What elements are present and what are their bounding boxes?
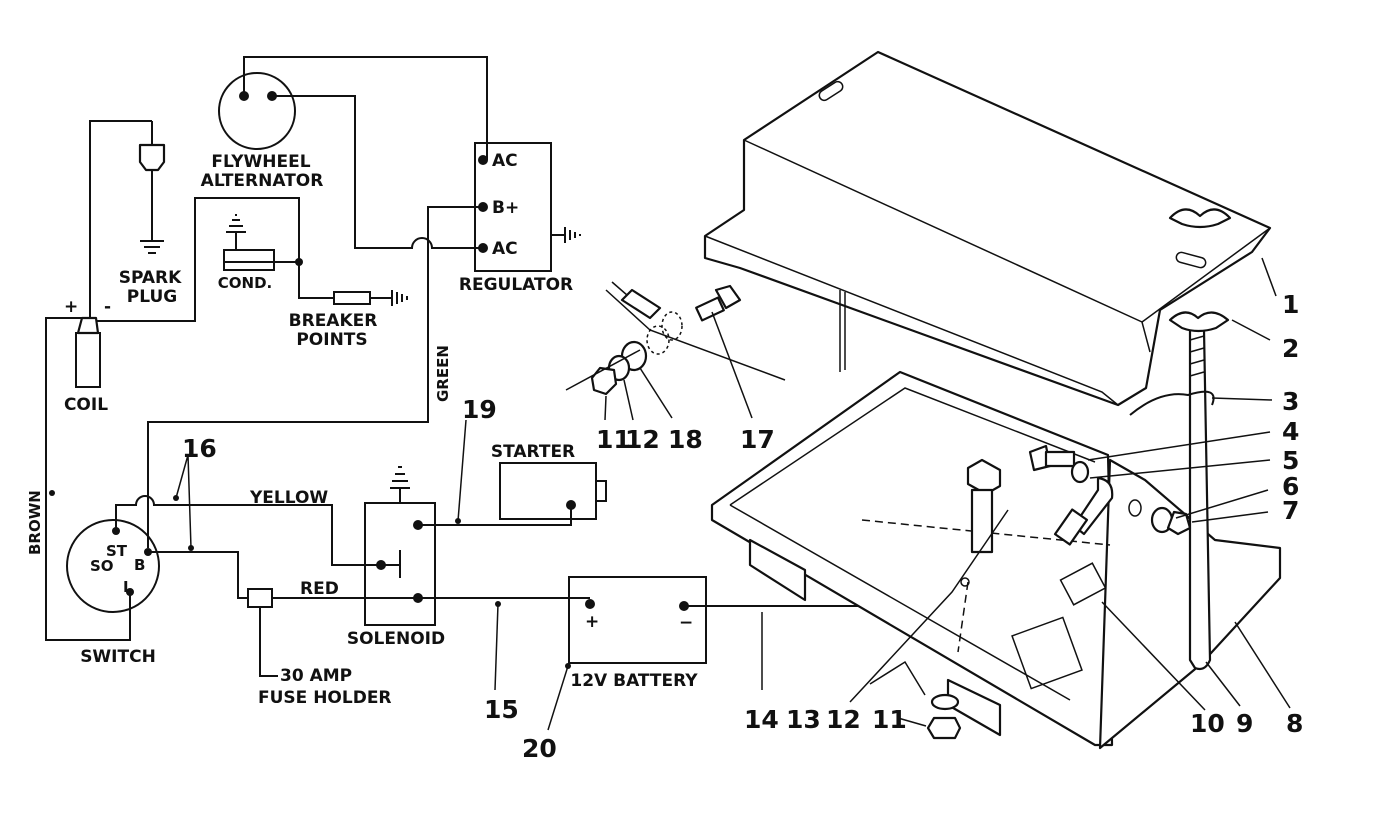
- switch-st: ST: [106, 542, 128, 560]
- callout-6: 6: [1282, 472, 1299, 501]
- fuse-holder-icon: [247, 588, 273, 608]
- callout-4: 4: [1282, 417, 1299, 446]
- flywheel-alternator: FLYWHEEL ALTERNATOR: [201, 72, 324, 191]
- callout-12-right: 12: [826, 705, 861, 734]
- cond-label: COND.: [218, 274, 272, 292]
- switch-so: SO: [90, 557, 114, 575]
- wire-yellow: [115, 495, 400, 566]
- callout-20: 20: [522, 734, 557, 763]
- cable-terminal: [1028, 444, 1192, 546]
- regulator-ground-icon: [551, 227, 581, 243]
- reg-ac-bottom: AC: [492, 239, 518, 259]
- wire-b-to-fuse: [148, 551, 248, 599]
- battery-minus: −: [679, 613, 693, 633]
- exploded-callout-leaders: [604, 257, 1291, 727]
- breaker-ground-icon: [370, 290, 408, 306]
- wiring-schematic: FLYWHEEL ALTERNATOR AC B+ AC REGULATOR G…: [26, 56, 1111, 708]
- rod-clip: [1129, 390, 1215, 416]
- nut-11-lower: [926, 716, 962, 740]
- fuse-label-2: FUSE HOLDER: [258, 688, 392, 708]
- wire-alt-to-ac-top: [243, 56, 488, 160]
- fuse-label-1: 30 AMP: [280, 666, 352, 686]
- switch-i: I: [123, 578, 129, 596]
- battery-cover: [703, 50, 1272, 407]
- callout-19: 19: [462, 395, 497, 424]
- spark-plug: SPARK PLUG: [119, 121, 182, 307]
- washer-12-lower: [930, 693, 960, 711]
- wire-green: [147, 206, 483, 548]
- callout-8: 8: [1286, 709, 1303, 738]
- wire-solenoid-to-starter: [418, 505, 572, 526]
- wing-nut-top: [1168, 208, 1232, 229]
- callout-1: 1: [1282, 290, 1299, 319]
- terminal-hardware-left: [565, 281, 786, 396]
- callout-11-left: 11: [596, 425, 631, 454]
- coil-plus: +: [64, 297, 78, 317]
- callout-11-right: 11: [872, 705, 907, 734]
- reg-ac-top: AC: [492, 151, 518, 171]
- spark-plug-icon: [138, 143, 166, 172]
- callout-9: 9: [1236, 709, 1253, 738]
- flywheel-label-1: FLYWHEEL: [211, 152, 310, 172]
- callout-15: 15: [484, 695, 519, 724]
- regulator: AC B+ AC REGULATOR: [459, 142, 581, 295]
- battery-box-exploded: [565, 50, 1291, 750]
- coil: COIL + -: [64, 297, 111, 415]
- green-label: GREEN: [434, 345, 452, 402]
- bolt-13: [957, 458, 1002, 653]
- starter: STARTER: [491, 442, 607, 520]
- callout-10: 10: [1190, 709, 1225, 738]
- wire-brown: [45, 317, 131, 641]
- switch-b: B: [134, 556, 145, 574]
- breaker-label-1: BREAKER: [289, 311, 378, 331]
- wire-alt-to-ac-bottom: [272, 95, 487, 249]
- callout-12-left: 12: [625, 425, 660, 454]
- regulator-label: REGULATOR: [459, 275, 573, 295]
- flywheel-label-2: ALTERNATOR: [201, 171, 324, 191]
- wire-coil-minus: [96, 197, 300, 322]
- callout-7: 7: [1282, 496, 1299, 525]
- wire-coil-to-plug: [89, 120, 152, 318]
- condenser: COND.: [218, 214, 275, 292]
- battery-plus: +: [585, 612, 599, 632]
- ignition-switch: ST SO B I SWITCH: [66, 519, 160, 667]
- callout-16: 16: [182, 434, 217, 463]
- red-label: RED: [300, 579, 339, 599]
- cond-ground-icon: [226, 214, 246, 250]
- callout-3: 3: [1282, 387, 1299, 416]
- spark-plug-ground-icon: [140, 170, 164, 254]
- solenoid: SOLENOID: [347, 466, 445, 649]
- spark-label-1: SPARK: [119, 268, 182, 288]
- coil-minus: -: [104, 297, 111, 317]
- reg-bplus: B+: [492, 198, 519, 218]
- callout-2: 2: [1282, 334, 1299, 363]
- callout-17: 17: [740, 425, 775, 454]
- battery-label: 12V BATTERY: [570, 671, 698, 691]
- callout-numbers: 1 2 3 4 5 6 7 8 9 10 11 12 18 17 11 12 1…: [182, 290, 1303, 763]
- callout-14: 14: [744, 705, 779, 734]
- callout-18: 18: [668, 425, 703, 454]
- solenoid-label: SOLENOID: [347, 629, 445, 649]
- yellow-label: YELLOW: [249, 488, 328, 508]
- schematic-callouts: [49, 419, 571, 731]
- spark-label-2: PLUG: [127, 287, 177, 307]
- breaker-points-icon: [333, 291, 371, 305]
- hold-down-rod: [1129, 311, 1230, 671]
- starter-label: STARTER: [491, 442, 575, 462]
- callout-5: 5: [1282, 446, 1299, 475]
- switch-label: SWITCH: [80, 647, 156, 667]
- brown-label: BROWN: [26, 490, 44, 555]
- wing-nut-lower: [1168, 311, 1230, 333]
- solenoid-ground-icon: [390, 466, 410, 503]
- callout-13: 13: [786, 705, 821, 734]
- coil-label: COIL: [64, 395, 108, 415]
- breaker-label-2: POINTS: [296, 330, 367, 350]
- battery: + − 12V BATTERY: [568, 576, 707, 691]
